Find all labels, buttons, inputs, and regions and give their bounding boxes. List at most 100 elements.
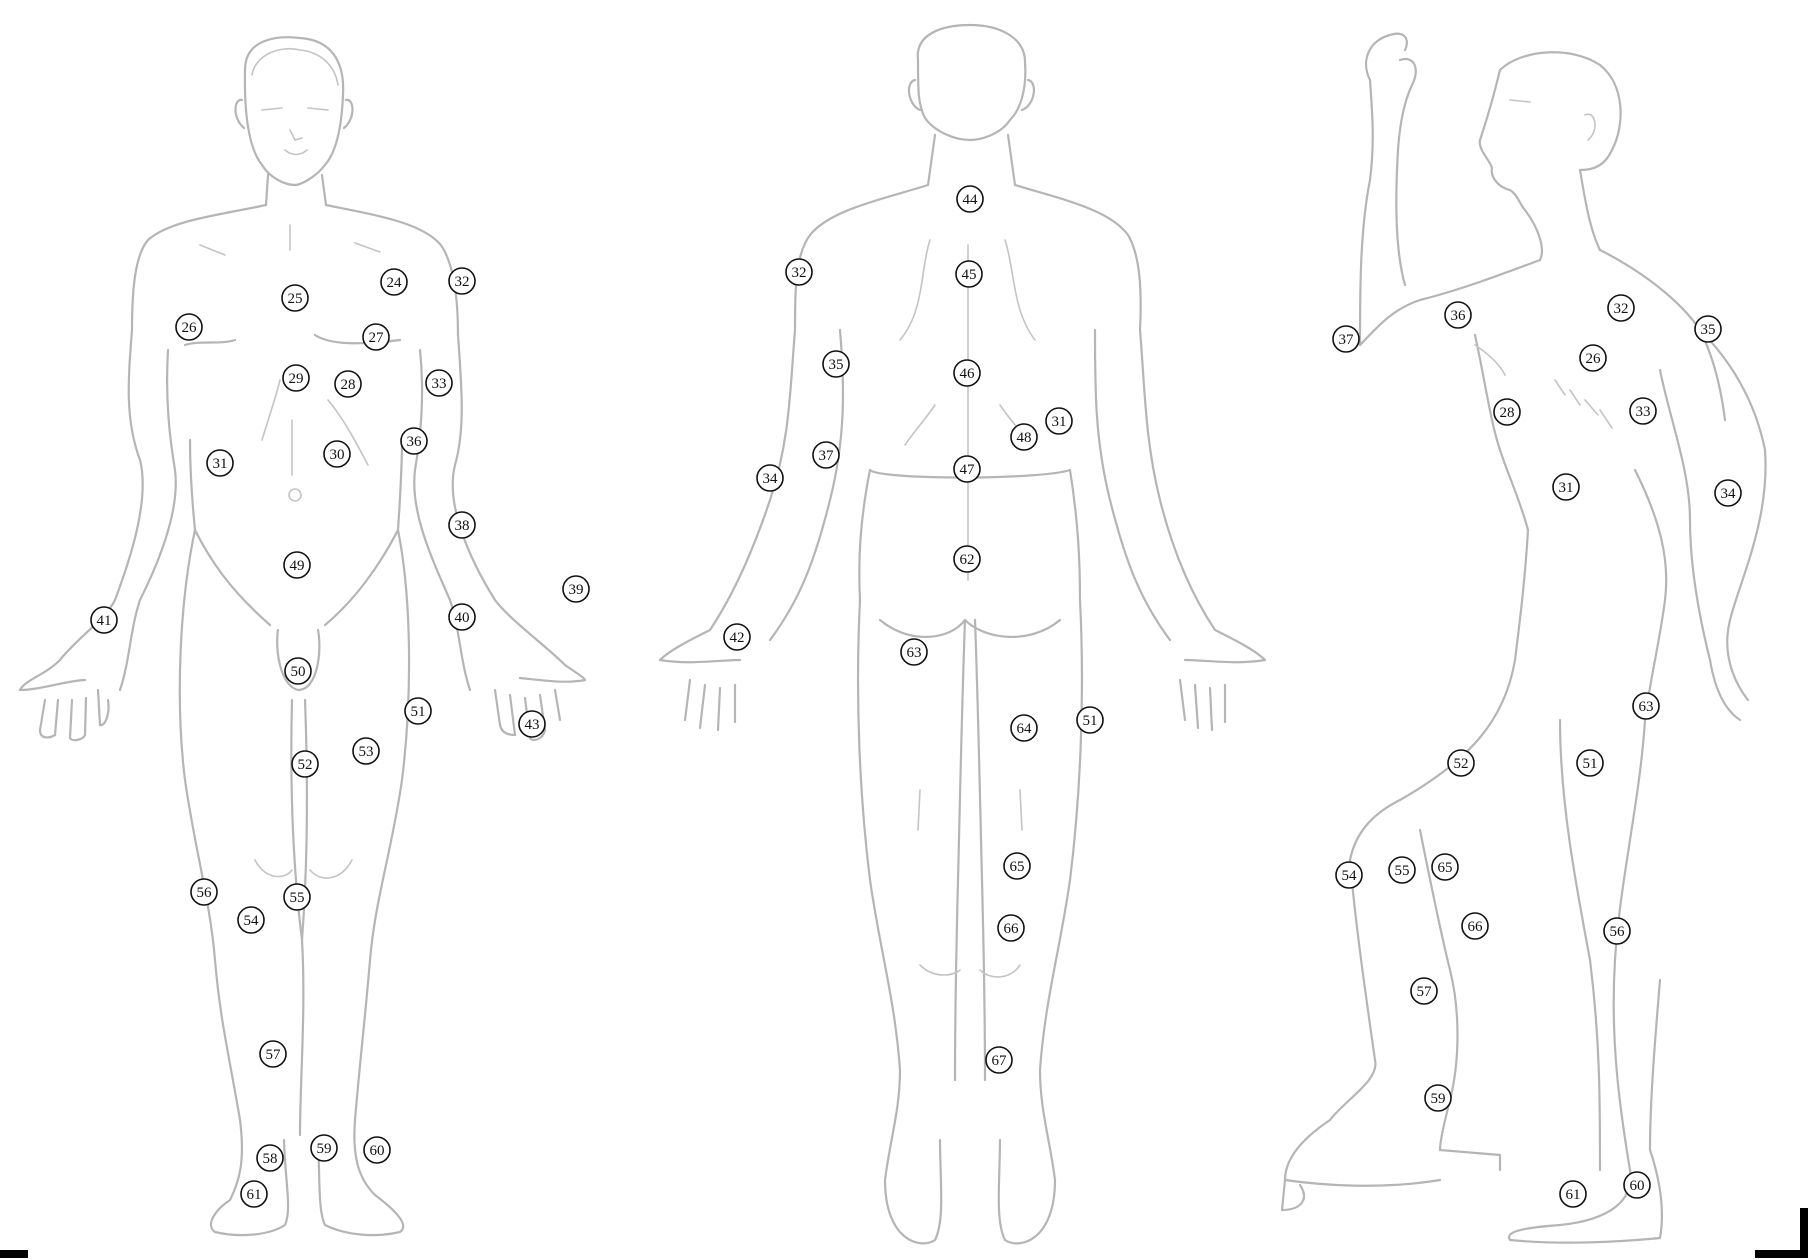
back-view-marker-65: 65 [1004, 853, 1030, 879]
marker-label: 61 [1566, 1187, 1581, 1203]
marker-label: 30 [330, 447, 345, 463]
marker-label: 49 [290, 558, 305, 574]
side-view-marker-55: 55 [1389, 857, 1415, 883]
marker-label: 37 [1339, 332, 1355, 348]
marker-label: 39 [569, 582, 584, 598]
front-view-marker-41: 41 [91, 607, 117, 633]
front-view-marker-59: 59 [311, 1135, 337, 1161]
marker-label: 56 [1610, 924, 1626, 940]
marker-label: 55 [290, 890, 305, 906]
side-view-marker-26: 26 [1580, 345, 1606, 371]
front-view-marker-56: 56 [191, 879, 217, 905]
side-view-marker-52: 52 [1448, 750, 1474, 776]
front-view-marker-52: 52 [292, 751, 318, 777]
front-view-marker-32: 32 [449, 268, 475, 294]
marker-label: 41 [97, 613, 112, 629]
marker-label: 32 [792, 265, 807, 281]
marker-label: 33 [1636, 404, 1651, 420]
marker-label: 66 [1468, 919, 1484, 935]
back-view-marker-48: 48 [1011, 424, 1037, 450]
marker-label: 31 [1559, 480, 1574, 496]
marker-label: 33 [432, 376, 447, 392]
front-view-marker-57: 57 [260, 1041, 286, 1067]
side-view-marker-32: 32 [1608, 295, 1634, 321]
marker-label: 51 [1083, 713, 1098, 729]
marker-label: 58 [263, 1151, 278, 1167]
back-view-marker-42: 42 [724, 624, 750, 650]
marker-label: 51 [411, 704, 426, 720]
marker-label: 34 [1721, 486, 1737, 502]
front-view-marker-24: 24 [381, 269, 407, 295]
marker-label: 26 [182, 320, 198, 336]
back-view-marker-67: 67 [986, 1047, 1012, 1073]
corner-mark-right-vertical [1800, 1208, 1808, 1258]
marker-label: 54 [1342, 868, 1358, 884]
side-view-marker-31: 31 [1553, 474, 1579, 500]
side-view-marker-56: 56 [1604, 918, 1630, 944]
marker-label: 42 [730, 630, 745, 646]
front-view-marker-58: 58 [257, 1145, 283, 1171]
front-view-marker-39: 39 [563, 576, 589, 602]
marker-label: 52 [298, 757, 313, 773]
side-view-marker-36: 36 [1445, 302, 1471, 328]
marker-label: 35 [829, 357, 844, 373]
front-view-marker-38: 38 [449, 512, 475, 538]
marker-label: 27 [369, 330, 385, 346]
marker-label: 63 [907, 645, 922, 661]
front-view-marker-50: 50 [285, 658, 311, 684]
back-view-marker-44: 44 [957, 186, 983, 212]
front-view-marker-27: 27 [363, 324, 389, 350]
marker-label: 66 [1004, 921, 1020, 937]
front-view-markers: 2425262728293031323336383940414349505152… [91, 268, 589, 1207]
side-view-marker-51: 51 [1577, 750, 1603, 776]
back-view-marker-62: 62 [954, 546, 980, 572]
side-view-marker-54: 54 [1336, 862, 1362, 888]
marker-label: 32 [1614, 301, 1629, 317]
front-view-marker-28: 28 [335, 371, 361, 397]
back-view-marker-47: 47 [954, 456, 980, 482]
marker-label: 40 [455, 610, 470, 626]
side-view-marker-28: 28 [1494, 399, 1520, 425]
marker-label: 31 [213, 456, 228, 472]
marker-label: 60 [370, 1143, 385, 1159]
marker-label: 48 [1017, 430, 1032, 446]
marker-label: 63 [1639, 699, 1654, 715]
marker-label: 54 [244, 913, 260, 929]
front-view-marker-49: 49 [284, 552, 310, 578]
marker-label: 43 [525, 717, 540, 733]
side-figure-outline [1282, 34, 1766, 1243]
front-view-marker-43: 43 [519, 711, 545, 737]
side-view-marker-37: 37 [1333, 326, 1359, 352]
front-view-marker-33: 33 [426, 370, 452, 396]
back-view-marker-51: 51 [1077, 707, 1103, 733]
front-view-marker-53: 53 [353, 738, 379, 764]
front-view-marker-31: 31 [207, 450, 233, 476]
back-view-marker-46: 46 [954, 360, 980, 386]
front-view-marker-61: 61 [241, 1181, 267, 1207]
back-view-marker-45: 45 [956, 261, 982, 287]
side-view-marker-33: 33 [1630, 398, 1656, 424]
marker-label: 28 [1500, 405, 1515, 421]
marker-label: 61 [247, 1187, 262, 1203]
marker-label: 35 [1701, 322, 1716, 338]
corner-mark-left [0, 1250, 28, 1258]
side-view-marker-61: 61 [1560, 1181, 1586, 1207]
marker-label: 55 [1395, 863, 1410, 879]
marker-label: 31 [1052, 414, 1067, 430]
front-view-marker-30: 30 [324, 441, 350, 467]
front-figure-outline [20, 37, 585, 1235]
marker-label: 60 [1630, 1178, 1645, 1194]
marker-label: 32 [455, 274, 470, 290]
side-view-marker-34: 34 [1715, 480, 1741, 506]
front-view-marker-54: 54 [238, 907, 264, 933]
front-view-marker-29: 29 [283, 365, 309, 391]
marker-label: 44 [963, 192, 979, 208]
marker-label: 26 [1586, 351, 1602, 367]
marker-label: 50 [291, 664, 306, 680]
back-view-marker-35: 35 [823, 351, 849, 377]
back-view-marker-64: 64 [1011, 715, 1037, 741]
marker-label: 38 [455, 518, 470, 534]
back-view-marker-66: 66 [998, 915, 1024, 941]
marker-label: 37 [819, 448, 835, 464]
side-view-marker-60: 60 [1624, 1172, 1650, 1198]
